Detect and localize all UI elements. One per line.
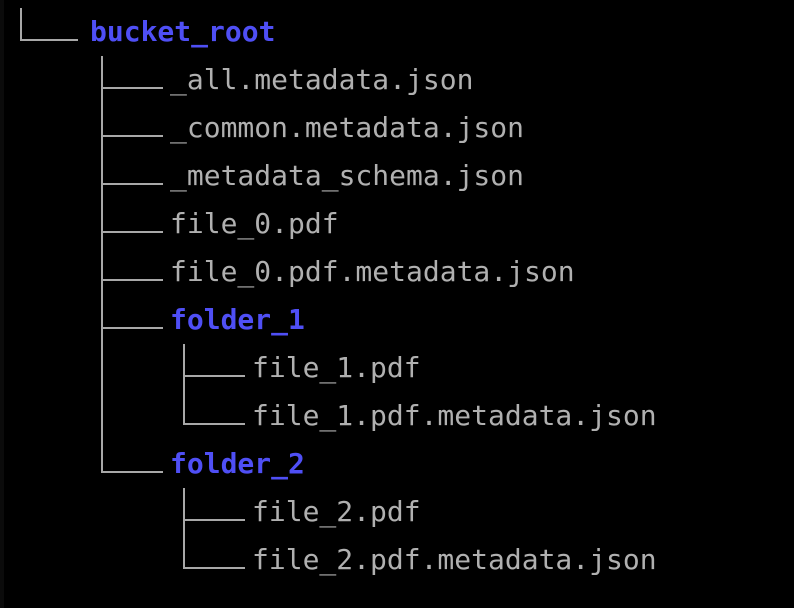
tree-branch-horizontal-icon xyxy=(101,327,163,329)
tree-branch-horizontal-icon xyxy=(183,567,245,569)
tree-branch-horizontal-icon xyxy=(183,519,245,521)
tree-elbow-vertical-icon xyxy=(183,536,185,569)
tree-row[interactable]: file_2.pdf.metadata.json xyxy=(0,536,794,584)
tree-elbow-vertical-icon xyxy=(183,392,185,425)
tree-elbow-vertical-icon xyxy=(20,8,22,41)
tree-trunk-vertical-icon xyxy=(101,296,103,344)
tree-branch-horizontal-icon xyxy=(101,183,163,185)
tree-row[interactable]: file_0.pdf xyxy=(0,200,794,248)
tree-row[interactable]: folder_2 xyxy=(0,440,794,488)
tree-row[interactable]: file_2.pdf xyxy=(0,488,794,536)
tree-trunk-vertical-icon xyxy=(101,248,103,296)
tree-row[interactable]: file_1.pdf xyxy=(0,344,794,392)
tree-node-label-folder-2[interactable]: folder_2 xyxy=(170,447,305,480)
tree-branch-horizontal-icon xyxy=(101,135,163,137)
tree-node-label--all-metadata-json[interactable]: _all.metadata.json xyxy=(170,63,474,96)
tree-node-label-file-0-pdf[interactable]: file_0.pdf xyxy=(170,207,339,240)
tree-node-label-root[interactable]: bucket_root xyxy=(90,15,276,48)
tree-trunk-vertical-icon xyxy=(101,344,103,392)
tree-node-label-file-2-pdf-metadata-json[interactable]: file_2.pdf.metadata.json xyxy=(252,543,657,576)
tree-row[interactable]: _all.metadata.json xyxy=(0,56,794,104)
tree-row[interactable]: folder_1 xyxy=(0,296,794,344)
tree-trunk-vertical-icon xyxy=(183,488,185,536)
terminal-left-gutter xyxy=(0,0,4,608)
tree-branch-horizontal-icon xyxy=(183,375,245,377)
tree-trunk-vertical-icon xyxy=(101,104,103,152)
tree-trunk-vertical-icon xyxy=(101,200,103,248)
tree-branch-horizontal-icon xyxy=(101,279,163,281)
tree-node-label-file-2-pdf[interactable]: file_2.pdf xyxy=(252,495,421,528)
tree-row[interactable]: _common.metadata.json xyxy=(0,104,794,152)
tree-branch-horizontal-icon xyxy=(183,423,245,425)
tree-node-label--metadata-schema-json[interactable]: _metadata_schema.json xyxy=(170,159,525,192)
tree-elbow-horizontal-icon xyxy=(20,39,78,41)
tree-branch-horizontal-icon xyxy=(101,87,163,89)
tree-row[interactable]: file_1.pdf.metadata.json xyxy=(0,392,794,440)
tree-row[interactable]: _metadata_schema.json xyxy=(0,152,794,200)
tree-node-label--common-metadata-json[interactable]: _common.metadata.json xyxy=(170,111,525,144)
tree-node-label-folder-1[interactable]: folder_1 xyxy=(170,303,305,336)
tree-branch-horizontal-icon xyxy=(101,471,163,473)
tree-trunk-vertical-icon xyxy=(101,392,103,440)
tree-node-label-file-1-pdf-metadata-json[interactable]: file_1.pdf.metadata.json xyxy=(252,399,657,432)
tree-trunk-vertical-icon xyxy=(101,152,103,200)
tree-row[interactable]: file_0.pdf.metadata.json xyxy=(0,248,794,296)
tree-branch-horizontal-icon xyxy=(101,231,163,233)
tree-node-label-file-0-pdf-metadata-json[interactable]: file_0.pdf.metadata.json xyxy=(170,255,575,288)
tree-trunk-vertical-icon xyxy=(183,344,185,392)
tree-row-root[interactable]: bucket_root xyxy=(0,8,794,56)
tree-trunk-vertical-icon xyxy=(101,56,103,104)
tree-elbow-vertical-icon xyxy=(101,440,103,473)
tree-node-label-file-1-pdf[interactable]: file_1.pdf xyxy=(252,351,421,384)
